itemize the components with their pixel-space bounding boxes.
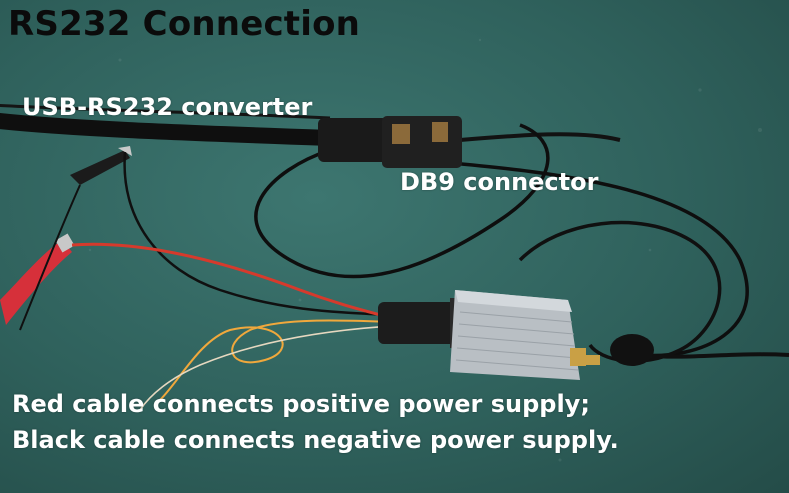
page-title: RS232 Connection (8, 4, 361, 44)
antenna-puck (610, 334, 654, 366)
red-alligator-clip (0, 233, 75, 325)
usb-flat-cable (0, 113, 338, 146)
caption-line-1: Red cable connects positive power supply… (12, 390, 590, 418)
red-power-wire (71, 242, 393, 320)
black-wire-2 (19, 184, 81, 331)
top-right-cable (459, 132, 621, 142)
loop-black-cable-2 (419, 158, 749, 358)
usb-converter-label: USB-RS232 converter (22, 93, 313, 121)
caption-line-2: Black cable connects negative power supp… (12, 426, 619, 454)
rs232-module (450, 290, 600, 380)
mat-speckles (88, 38, 762, 462)
white-wire (139, 325, 393, 411)
usb-thin-cable (0, 104, 331, 120)
db9-connector-label: DB9 connector (400, 168, 599, 196)
antenna-cable (639, 352, 789, 359)
loop-black-cable (254, 123, 550, 279)
black-alligator-clip (70, 146, 132, 185)
black-power-wire (123, 151, 391, 317)
usb-rs232-converter (318, 116, 462, 168)
orange-wires (159, 319, 393, 401)
